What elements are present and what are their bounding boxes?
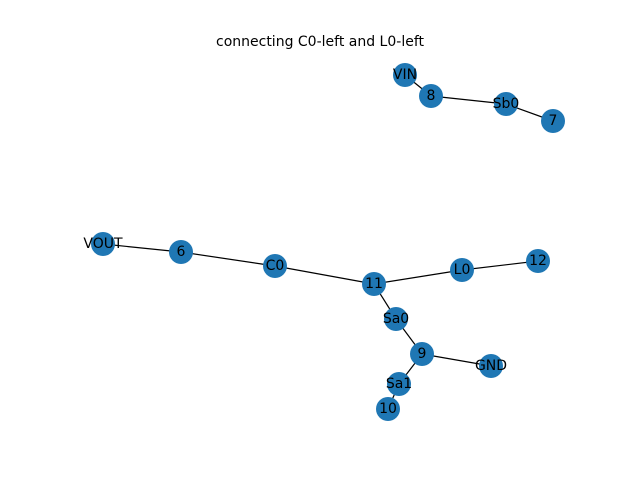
node-L0: L0 (450, 258, 474, 282)
edge-11-L0 (373, 269, 463, 285)
node-6: 6 (169, 240, 193, 264)
edge-L0-12 (461, 260, 539, 271)
node-marker-7 (541, 109, 565, 133)
node-label-7: 7 (549, 113, 558, 129)
node-marker-Sb0 (494, 92, 518, 116)
node-label-12: 12 (529, 253, 547, 269)
node-marker-6 (169, 240, 193, 264)
node-label-Sa1: Sa1 (386, 376, 412, 392)
diagram-title: connecting C0-left and L0-left (216, 34, 424, 50)
edge-8-Sb0 (430, 95, 507, 105)
node-marker-Sa1 (387, 372, 411, 396)
node-marker-GND (479, 354, 503, 378)
node-label-GND: GND (475, 358, 507, 374)
node-VIN: VIN (393, 63, 417, 87)
edge-VOUT-6 (102, 243, 182, 253)
node-marker-10 (376, 397, 400, 421)
node-marker-8 (419, 84, 443, 108)
node-marker-11 (362, 272, 386, 296)
node-label-6: 6 (177, 244, 186, 260)
node-marker-9 (410, 342, 434, 366)
node-11: 11 (362, 272, 386, 296)
node-C0: C0 (263, 254, 287, 278)
node-marker-L0 (450, 258, 474, 282)
node-label-9: 9 (418, 346, 427, 362)
node-12: 12 (526, 249, 550, 273)
node-marker-VOUT (91, 232, 115, 256)
edge-C0-11 (274, 265, 375, 285)
node-marker-Sa0 (384, 307, 408, 331)
node-7: 7 (541, 109, 565, 133)
node-label-10: 10 (379, 401, 397, 417)
node-label-VIN: VIN (393, 67, 417, 83)
node-label-Sb0: Sb0 (493, 96, 520, 112)
node-Sa0: Sa0 (383, 307, 409, 331)
node-VOUT: VOUT (83, 232, 123, 256)
node-marker-12 (526, 249, 550, 273)
node-marker-VIN (393, 63, 417, 87)
node-label-C0: C0 (266, 258, 285, 274)
edge-6-C0 (180, 251, 276, 267)
node-GND: GND (475, 354, 507, 378)
node-Sb0: Sb0 (493, 92, 520, 116)
node-label-8: 8 (427, 88, 436, 104)
node-8: 8 (419, 84, 443, 108)
node-10: 10 (376, 397, 400, 421)
node-label-VOUT: VOUT (83, 236, 123, 252)
node-9: 9 (410, 342, 434, 366)
node-label-11: 11 (365, 276, 383, 292)
node-Sa1: Sa1 (386, 372, 412, 396)
node-marker-C0 (263, 254, 287, 278)
node-label-L0: L0 (454, 262, 471, 278)
node-label-Sa0: Sa0 (383, 311, 409, 327)
